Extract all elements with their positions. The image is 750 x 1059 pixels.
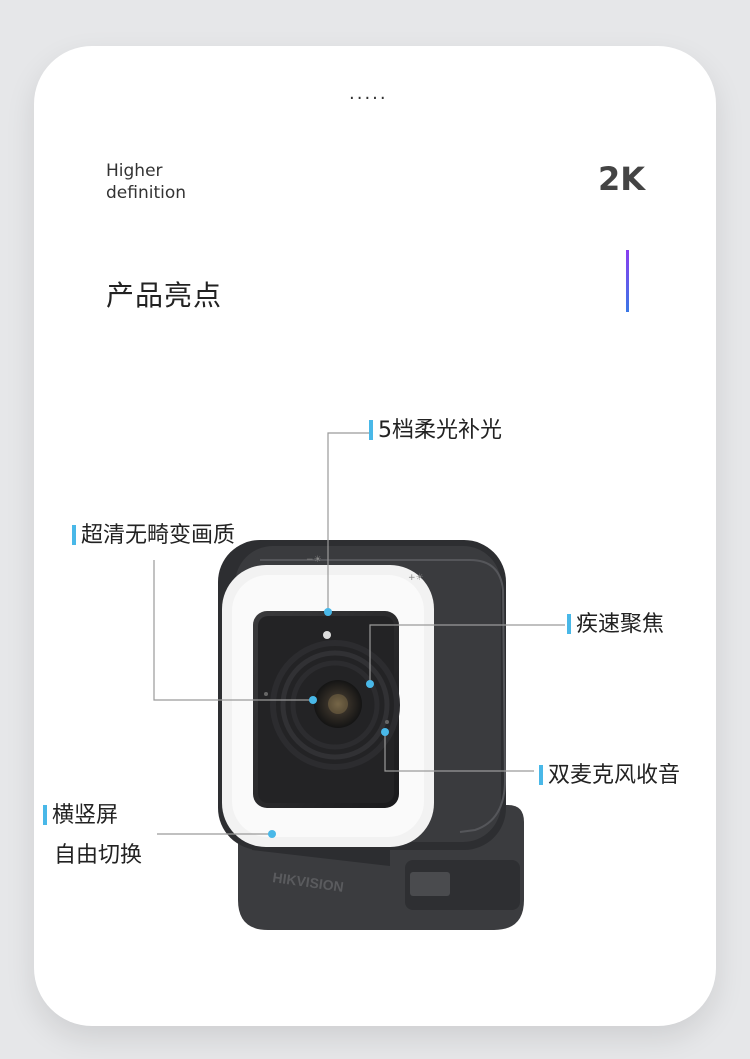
accent-gradient-bar — [626, 250, 629, 312]
feature-clarity: 超清无畸变画质 — [72, 521, 235, 551]
section-title: 产品亮点 — [106, 279, 223, 312]
callout-lines — [153, 432, 565, 835]
spec-value: 2K — [598, 160, 646, 198]
spec-label: Higher definition — [106, 160, 186, 204]
feature-focus: 疾速聚焦 — [567, 610, 664, 640]
callout-dots — [268, 608, 389, 838]
feature-marker — [369, 420, 373, 440]
feature-light: 5档柔光补光 — [369, 416, 502, 446]
svg-text:+☀: +☀ — [408, 573, 424, 583]
feature-marker — [43, 805, 47, 825]
webcam-body: −☀ +☀ — [218, 540, 507, 850]
feature-marker — [72, 525, 76, 545]
spec-label-line2: definition — [106, 183, 187, 203]
feature-rotate: 横竖屏 自由切换 — [43, 801, 142, 871]
feature-marker — [539, 765, 543, 785]
feature-marker — [567, 614, 571, 634]
feature-mic: 双麦克风收音 — [539, 761, 680, 791]
pagination-dots: ····· — [349, 88, 388, 109]
svg-text:−☀: −☀ — [306, 555, 322, 565]
spec-label-line1: Higher — [106, 161, 163, 181]
